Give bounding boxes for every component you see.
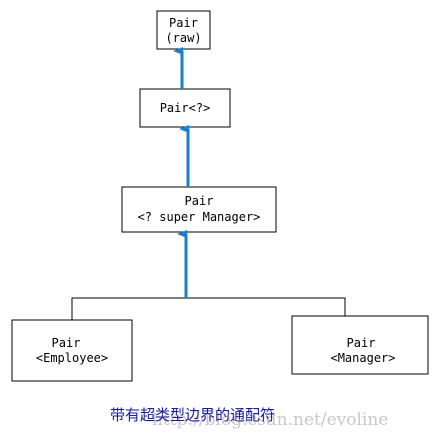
node-pair-wildcard: Pair<?> xyxy=(139,88,231,128)
node-pair-employee-line1: Pair xyxy=(52,336,81,350)
node-pair-super-manager: Pair <? super Manager> xyxy=(121,186,277,233)
node-pair-employee-line2: <Employee> xyxy=(36,351,108,365)
node-pair-super-manager-line1: Pair xyxy=(185,194,214,208)
diagram-caption: 带有超类型边界的通配符 xyxy=(110,406,275,424)
node-pair-raw-line1: Pair xyxy=(169,16,198,30)
node-pair-wildcard-line1: Pair<?> xyxy=(160,101,211,115)
node-pair-raw-line2: (raw) xyxy=(165,31,201,45)
watermark-text: http://blog.csdn.net/evoline xyxy=(152,410,388,430)
node-pair-super-manager-line2: <? super Manager> xyxy=(138,210,261,224)
node-pair-manager: Pair <Manager> xyxy=(291,315,429,375)
node-pair-raw: Pair (raw) xyxy=(156,10,211,50)
node-pair-manager-line2: <Manager> xyxy=(330,351,395,365)
bracket-connector xyxy=(71,297,346,320)
node-pair-employee: Pair <Employee> xyxy=(11,319,133,382)
node-pair-manager-line1: Pair xyxy=(347,336,376,350)
